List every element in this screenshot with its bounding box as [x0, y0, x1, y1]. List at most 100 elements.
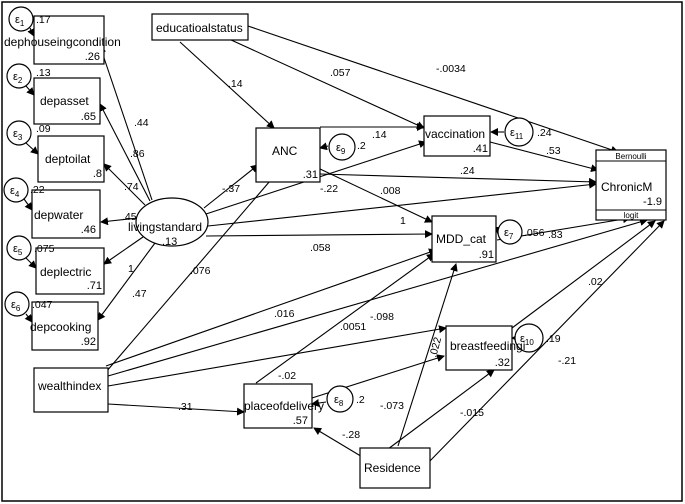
e8-variance: .2	[356, 394, 365, 406]
path-e4	[23, 198, 33, 211]
chronicm-bottom-tag: logit	[624, 211, 639, 220]
path-breast-chronic	[511, 220, 656, 329]
path-e5	[25, 257, 37, 269]
e5-variance: .075	[34, 243, 55, 255]
coef-place-wi: -.02	[278, 370, 296, 382]
value-deptoilat: .8	[93, 168, 102, 180]
label-livingstandard: livingstandard	[128, 220, 202, 234]
value-placeofdelivery: .57	[293, 415, 308, 427]
box-mddcat	[431, 215, 497, 263]
circle-e7	[497, 219, 523, 245]
value-depcooking: .92	[81, 336, 96, 348]
path-arrows	[23, 25, 665, 466]
coef-ls-anc: -.37	[222, 183, 240, 195]
path-ls-depcond	[98, 45, 153, 201]
circle-e11	[504, 117, 534, 147]
box-deplectric	[35, 247, 105, 295]
coef-res-place: -.28	[342, 429, 360, 441]
path-edu-anc	[179, 41, 275, 129]
e3-variance: .09	[36, 123, 51, 135]
value-breastfeeding: .32	[495, 357, 510, 369]
circle-e8	[326, 385, 354, 413]
coef-anc-chronic: .24	[460, 165, 475, 177]
chronicm-group	[595, 149, 667, 221]
value-chronicm: -1.9	[643, 196, 662, 208]
path-edu-vacc	[217, 33, 425, 129]
label-chronicm: ChronicM	[601, 180, 652, 194]
e4-variance: .22	[30, 184, 45, 196]
e9-variance: .2	[357, 140, 366, 152]
path-e6	[24, 313, 33, 323]
box-depcooking	[31, 301, 99, 351]
coef-ls-mdd: .058	[310, 242, 331, 254]
coef-ls-depcooking: .47	[132, 288, 147, 300]
label-residence: Residence	[364, 461, 421, 475]
e1-variance: .17	[36, 14, 51, 26]
value-depwater: .46	[81, 224, 96, 236]
e1-symbol: ε1	[15, 14, 25, 28]
coef-vacc-chronic: .53	[546, 145, 561, 157]
coef-ls-deptoilat: .74	[124, 181, 139, 193]
ellipse-livingstandard	[135, 197, 209, 247]
e9-symbol: ε9	[336, 142, 346, 156]
box-depcond	[33, 15, 105, 65]
label-educationalstatus: educatioalstatus	[156, 21, 243, 35]
path-ls-chronic	[207, 180, 597, 227]
value-livingstandard: .13	[162, 236, 177, 248]
path-anc-mdd	[317, 167, 433, 223]
coef-edu-anc: .14	[228, 78, 243, 90]
label-wealthindex: wealthindex	[37, 379, 101, 393]
label-breastfeeding: breastfeedingi	[450, 339, 525, 353]
coef-mdd-chronic: .83	[548, 229, 563, 241]
coef-wi-breast: -.098	[370, 311, 394, 323]
label-depasset: depasset	[40, 94, 89, 108]
coef-ls-chronic: 1	[400, 215, 406, 227]
e11-symbol: ε11	[510, 127, 524, 141]
circle-e1	[8, 6, 34, 32]
path-e9	[319, 142, 329, 151]
box-anc	[255, 127, 321, 183]
label-depwater: depwater	[34, 208, 83, 222]
label-deptoilat: deptoilat	[45, 152, 91, 166]
coef-wi-place: .31	[178, 401, 193, 413]
value-deplectric: .71	[87, 280, 102, 292]
e8-symbol: ε8	[334, 394, 344, 408]
e2-variance: .13	[36, 67, 51, 79]
path-place-mdd	[255, 253, 435, 384]
path-wi-chronic	[107, 218, 648, 377]
box-deptoilat	[37, 135, 105, 183]
path-e8	[311, 399, 327, 407]
coef-ls-depwater: .45	[122, 211, 137, 223]
e7-variance: .056	[524, 227, 545, 239]
label-mddcat: MDD_cat	[436, 232, 487, 246]
chronicm-top-tag: Bernoulli	[615, 152, 646, 161]
path-e3	[25, 142, 39, 155]
path-ls-depwater	[100, 217, 139, 226]
path-ls-deplectric	[103, 236, 144, 265]
path-ls-depasset	[99, 103, 151, 202]
box-depasset	[33, 77, 101, 125]
e6-variance: .047	[32, 299, 53, 311]
path-wi-place	[107, 403, 245, 416]
circle-e6	[4, 291, 30, 317]
coef-ls-depasset: .86	[130, 148, 145, 160]
coef-anc-vacc: .14	[372, 129, 387, 141]
label-depcond: dephouseingcondition	[4, 35, 121, 49]
box-chronicm	[595, 149, 667, 221]
coef-edu-vacc: .057	[330, 67, 351, 79]
coef-res-mdd: .022	[427, 336, 444, 359]
circle-e10	[514, 323, 544, 353]
path-ls-mdd	[205, 230, 433, 239]
e3-symbol: ε3	[13, 128, 23, 142]
value-depcond: .26	[85, 51, 100, 63]
circle-e9	[328, 133, 356, 161]
path-e1	[27, 27, 35, 37]
label-anc: ANC	[272, 144, 298, 158]
label-vaccination: vaccination	[425, 127, 485, 141]
path-wi-mdd	[105, 248, 437, 367]
coef-ls-deplectric: 1	[128, 263, 134, 275]
path-res-breast	[383, 369, 495, 453]
path-ls-anc	[203, 164, 259, 209]
